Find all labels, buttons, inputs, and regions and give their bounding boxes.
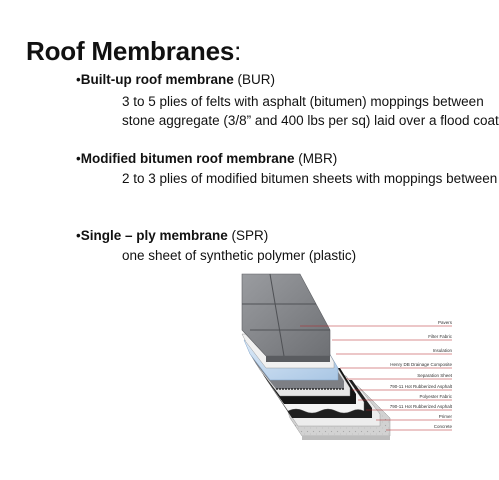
layer-label: Insulation [433, 348, 453, 353]
slide-title-text: Roof Membranes [26, 36, 235, 66]
membrane-description: one sheet of synthetic polymer (plastic) [122, 248, 357, 263]
membrane-abbr: (SPR) [227, 228, 269, 243]
roof-assembly-figure: Pavers Filter Fabric Insulation Henry DB… [240, 268, 464, 448]
leader-lines [300, 325, 452, 431]
layer-label: Filter Fabric [428, 334, 453, 339]
layer-label: Polyester Fabric [419, 394, 452, 399]
bullet-mark: • [76, 72, 81, 87]
membrane-name: Single – ply membrane [80, 228, 228, 243]
layer-label: Separation Sheet [417, 373, 453, 378]
membrane-description: 2 to 3 plies of modified bitumen sheets … [122, 171, 498, 186]
list-item-mbr: •Modified bitumen roof membrane (MBR) [76, 150, 337, 167]
membrane-name: Built-up roof membrane [80, 72, 234, 87]
membrane-name: Modified bitumen roof membrane [80, 151, 295, 166]
membrane-abbr: (MBR) [294, 151, 338, 166]
pavers-layer [241, 273, 331, 357]
layer-label: Primer [439, 414, 453, 419]
membrane-description: stone aggregate (3/8” and 400 lbs per sq… [122, 113, 499, 128]
slide-title: Roof Membranes: [26, 36, 241, 67]
list-item-spr: •Single – ply membrane (SPR) [76, 227, 268, 244]
layer-label: Pavers [438, 320, 453, 325]
roof-assembly-svg: Pavers Filter Fabric Insulation Henry DB… [241, 273, 453, 440]
slide-title-colon: : [234, 36, 242, 66]
list-item-bur: •Built-up roof membrane (BUR) [76, 71, 275, 88]
layer-label: Concrete [434, 424, 453, 429]
layer-label: 790-11 Hot Rubberized Asphalt [390, 384, 453, 389]
membrane-description: 3 to 5 plies of felts with asphalt (bitu… [122, 94, 484, 109]
membrane-abbr: (BUR) [233, 72, 276, 87]
bullet-mark: • [76, 151, 81, 166]
layer-label: 790-11 Hot Rubberized Asphalt [390, 404, 453, 409]
bullet-mark: • [76, 228, 81, 243]
layer-label: Henry DB Drainage Composite [390, 362, 452, 367]
